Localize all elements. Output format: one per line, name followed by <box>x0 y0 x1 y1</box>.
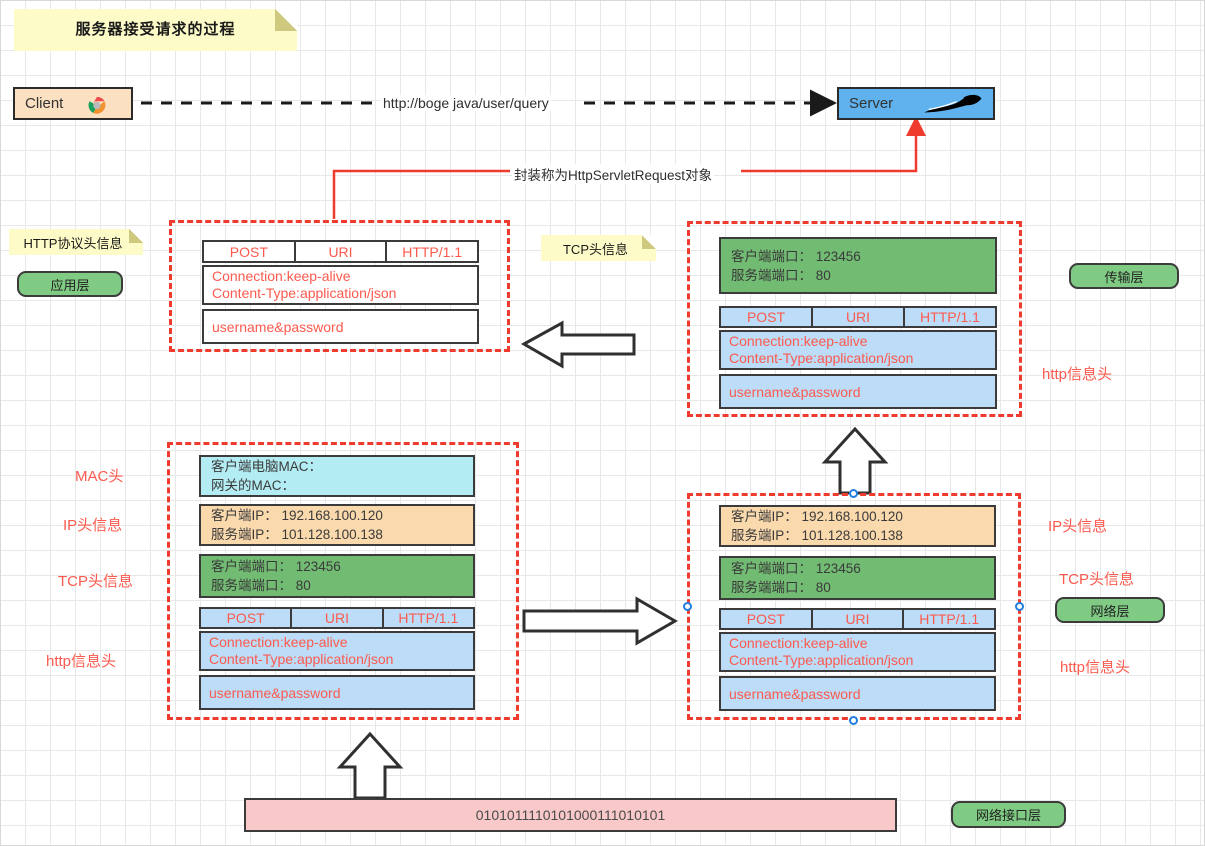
mac-header-block: 客户端电脑MAC： 网关的MAC： <box>199 455 475 497</box>
http-version-cell: HTTP/1.1 <box>919 611 980 627</box>
ip-server-line: 服务端IP： 101.128.100.138 <box>731 528 903 543</box>
layer-pill-transport[interactable]: 传输层 <box>1069 263 1179 289</box>
tcp-header-block: 客户端端口： 123456 服务端端口： 80 <box>199 554 475 598</box>
packet-container-http <box>169 220 510 352</box>
chrome-logo-icon <box>88 96 106 114</box>
tcp-http-body-block: username&password <box>719 374 997 409</box>
http-headers-block: Connection:keep-alive Content-Type:appli… <box>202 265 479 305</box>
ip-http-request-line: POST URI HTTP/1.1 <box>719 608 996 630</box>
selection-handle-top[interactable] <box>849 489 858 498</box>
http-uri-cell: URI <box>296 242 388 261</box>
client-label: Client <box>25 95 64 112</box>
http-request-line: POST URI HTTP/1.1 <box>202 240 479 263</box>
frame-http-body-block: username&password <box>199 675 475 710</box>
layer-pill-link-label: 网络接口层 <box>975 808 1041 823</box>
tcp-http-request-line: POST URI HTTP/1.1 <box>719 306 997 328</box>
frame-http-headers-block: Connection:keep-alive Content-Type:appli… <box>199 631 475 671</box>
request-url-label: http://boge java/user/query <box>381 95 551 111</box>
http-header-line-2: Content-Type:application/json <box>209 651 394 667</box>
ip-client-line: 客户端IP： 192.168.100.120 <box>731 509 903 524</box>
encapsulation-label: 封装称为HttpServletRequest对象 <box>512 164 715 184</box>
http-header-line-1: Connection:keep-alive <box>209 634 348 650</box>
http-header-line-2: Content-Type:application/json <box>729 652 914 668</box>
title-note: 服务器接受请求的过程 <box>14 9 297 51</box>
http-uri-cell: URI <box>813 610 905 628</box>
http-body-text: username&password <box>209 684 341 701</box>
http-header-line-2: Content-Type:application/json <box>212 285 397 301</box>
note-tcp-header-label: TCP头信息 <box>562 242 628 257</box>
tcp-server-port: 服务端端口： 80 <box>211 578 311 593</box>
ip-header-block: 客户端IP： 192.168.100.120 服务端IP： 101.128.10… <box>719 505 996 547</box>
layer-pill-transport-label: 传输层 <box>1104 269 1144 285</box>
tcp-client-port: 客户端端口： 123456 <box>731 248 861 264</box>
http-version-cell: HTTP/1.1 <box>402 243 463 260</box>
http-method-cell: POST <box>204 242 296 261</box>
http-version-cell: HTTP/1.1 <box>398 610 459 626</box>
label-right-http-head-top: http信息头 <box>1042 366 1113 383</box>
http-uri-cell: URI <box>813 308 905 326</box>
http-method-cell: POST <box>721 610 813 628</box>
http-method-cell: POST <box>721 308 813 326</box>
http-version-cell: HTTP/1.1 <box>920 309 980 325</box>
note-fold-corner-icon <box>275 9 297 31</box>
tcp-http-headers-block: Connection:keep-alive Content-Type:appli… <box>719 330 997 370</box>
http-body-text: username&password <box>729 685 861 702</box>
label-http-head: http信息头 <box>46 653 117 670</box>
selection-handle-left[interactable] <box>683 602 692 611</box>
bitstream-block: 0101011110101000111010101 <box>244 798 897 832</box>
http-header-line-1: Connection:keep-alive <box>729 333 868 349</box>
http-uri-cell: URI <box>292 609 384 627</box>
layer-pill-network[interactable]: 网络层 <box>1055 597 1165 623</box>
http-body-text: username&password <box>212 318 344 335</box>
mac-client-line: 客户端电脑MAC： <box>211 459 322 474</box>
http-header-line-2: Content-Type:application/json <box>729 350 914 366</box>
note-http-header-label: HTTP协议头信息 <box>23 236 123 251</box>
tcp-server-port: 服务端端口： 80 <box>731 267 831 283</box>
server-label: Server <box>849 95 894 112</box>
note-tcp-header: TCP头信息 <box>541 235 656 261</box>
page-title: 服务器接受请求的过程 <box>75 21 236 38</box>
http-method-cell: POST <box>201 609 293 627</box>
ip-http-body-block: username&password <box>719 676 996 711</box>
http-body-block: username&password <box>202 309 479 344</box>
mac-gateway-line: 网关的MAC： <box>211 478 295 493</box>
label-right-ip-head: IP头信息 <box>1048 518 1108 535</box>
packet-container-frame <box>167 442 519 720</box>
server-node[interactable]: Server <box>837 87 995 120</box>
selection-handle-right[interactable] <box>1015 602 1024 611</box>
layer-pill-application[interactable]: 应用层 <box>17 271 123 297</box>
tcp-header-block: 客户端端口： 123456 服务端端口： 80 <box>719 556 996 600</box>
note-fold-corner-icon <box>129 229 143 243</box>
ip-server-line: 服务端IP： 101.128.100.138 <box>211 527 383 542</box>
label-mac-head: MAC头 <box>75 468 124 485</box>
tcp-client-port: 客户端端口： 123456 <box>731 561 861 576</box>
tcp-client-port: 客户端端口： 123456 <box>211 559 341 574</box>
label-tcp-head: TCP头信息 <box>58 573 134 590</box>
tcp-server-port: 服务端端口： 80 <box>731 580 831 595</box>
note-http-header: HTTP协议头信息 <box>9 229 143 255</box>
layer-pill-network-label: 网络层 <box>1090 603 1130 619</box>
tomcat-logo-icon <box>924 94 982 113</box>
client-node[interactable]: Client <box>13 87 133 120</box>
http-header-line-1: Connection:keep-alive <box>729 635 868 651</box>
selection-handle-bottom[interactable] <box>849 716 858 725</box>
packet-container-tcp <box>687 221 1022 417</box>
label-right-tcp-head: TCP头信息 <box>1059 571 1135 588</box>
tcp-header-block: 客户端端口： 123456 服务端端口： 80 <box>719 237 997 294</box>
ip-header-block: 客户端IP： 192.168.100.120 服务端IP： 101.128.10… <box>199 504 475 546</box>
label-ip-head: IP头信息 <box>63 517 123 534</box>
frame-http-request-line: POST URI HTTP/1.1 <box>199 607 475 629</box>
ip-client-line: 客户端IP： 192.168.100.120 <box>211 508 383 523</box>
http-body-text: username&password <box>729 383 861 400</box>
layer-pill-application-label: 应用层 <box>50 277 90 293</box>
note-fold-corner-icon <box>642 235 656 249</box>
ip-http-headers-block: Connection:keep-alive Content-Type:appli… <box>719 632 996 672</box>
bitstream-value: 0101011110101000111010101 <box>475 807 666 823</box>
layer-pill-link[interactable]: 网络接口层 <box>951 801 1066 828</box>
label-right-http-head-bottom: http信息头 <box>1060 659 1131 676</box>
http-header-line-1: Connection:keep-alive <box>212 268 351 284</box>
